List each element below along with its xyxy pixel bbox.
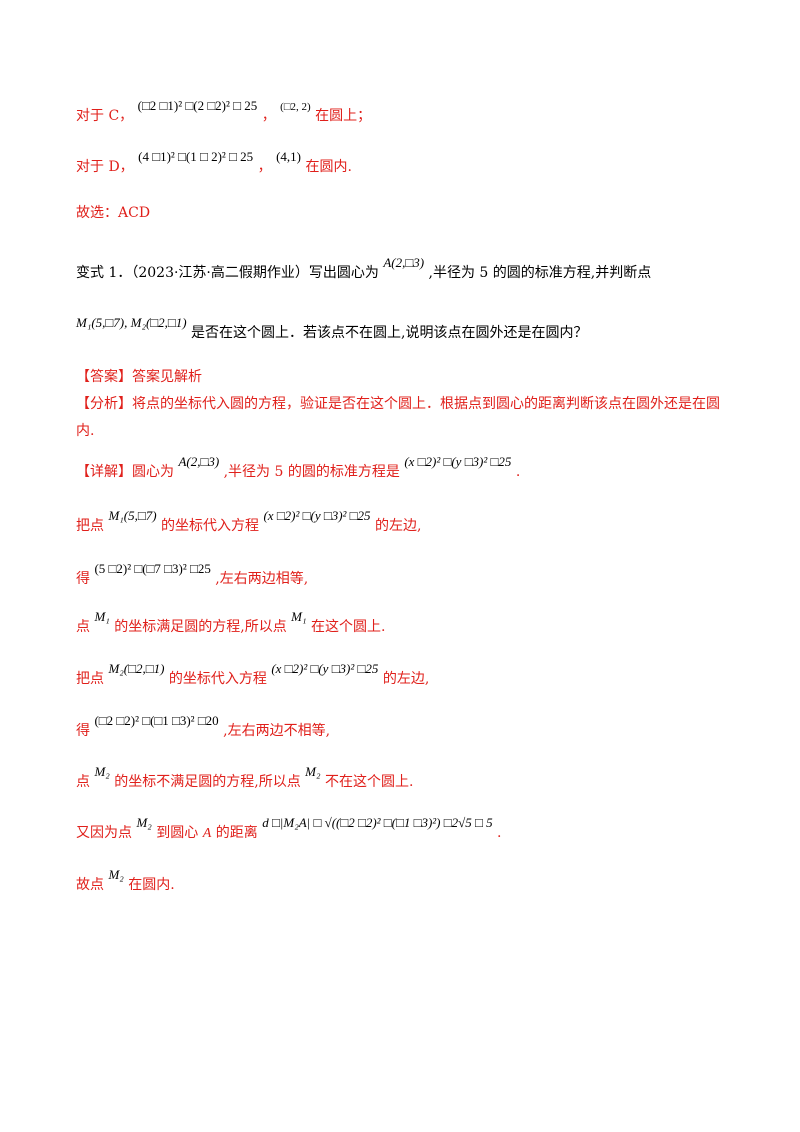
formula: A(2,□3): [383, 255, 425, 270]
text: 不在这个圆上.: [324, 774, 414, 790]
text: 又因为点: [76, 825, 132, 841]
line-conclusion: 故点 M₂ 在圆内.: [76, 867, 175, 894]
text: 变式 1．（2023·江苏·高二假期作业）写出圆心为: [76, 265, 379, 281]
formula: A: [202, 826, 212, 841]
text: 的坐标代入方程: [168, 671, 267, 687]
line-detail-1: 【详解】圆心为 A(2,□3) ,半径为 5 的圆的标准方程是 (x □2)² …: [76, 454, 521, 481]
formula: (4,1): [276, 149, 301, 164]
formula: M₁: [291, 609, 307, 624]
text: ,左右两边相等,: [215, 571, 309, 587]
text: 在圆内.: [128, 877, 175, 893]
text: 是否在这个圆上．若该点不在圆上,说明该点在圆外还是在圆内？: [191, 325, 588, 341]
line-option-d: 对于 D， (4 □1)² □(1 □ 2)² □ 25 ， (4,1) 在圆内…: [76, 149, 352, 176]
formula: M₂: [108, 867, 124, 882]
line-answer-choice: 故选：ACD: [76, 205, 151, 221]
line-detail-6: 得 (□2 □2)² □(□1 □3)² □20 ,左右两边不相等,: [76, 713, 331, 740]
formula: d □|M₂A| □ √((□2 □2)² □(□1 □3)²) □2√5 □ …: [262, 815, 493, 830]
text: ,半径为 5 的圆的标准方程,并判断点: [428, 265, 652, 281]
text: ,左右两边不相等,: [223, 723, 331, 739]
formula: A(2,□3): [178, 454, 220, 469]
text: 把点: [76, 518, 104, 534]
line-option-c: 对于 C， (□2 □1)² □(2 □2)² □ 25 ， (□2, 2) 在…: [76, 98, 372, 125]
line-detail-5: 把点 M₂(□2,□1) 的坐标代入方程 (x □2)² □(y □3)² □2…: [76, 661, 430, 688]
formula: (□2 □1)² □(2 □2)² □ 25: [137, 98, 258, 113]
formula: M₂(□2,□1): [108, 661, 165, 676]
text: ,半径为 5 的圆的标准方程是: [223, 464, 400, 480]
formula: M₂: [136, 815, 152, 830]
formula: (x □2)² □(y □3)² □25: [404, 454, 512, 469]
formula: (4 □1)² □(1 □ 2)² □ 25: [138, 149, 254, 164]
text: 的距离: [215, 825, 258, 841]
text: ，: [257, 159, 272, 175]
line-detail-7: 点 M₂ 的坐标不满足圆的方程,所以点 M₂ 不在这个圆上.: [76, 764, 414, 791]
text: 点: [76, 774, 90, 790]
formula: M₁(5,□7), M₂(□2,□1): [76, 315, 187, 330]
text: 的左边,: [382, 671, 430, 687]
formula: (x □2)² □(y □3)² □25: [263, 508, 371, 523]
text: 在圆内.: [305, 159, 352, 175]
text: 故点: [76, 877, 104, 893]
text: 的左边,: [374, 518, 422, 534]
text: 对于 C，: [76, 108, 134, 124]
formula: (□2, 2): [280, 101, 311, 113]
line-detail-2: 把点 M₁(5,□7) 的坐标代入方程 (x □2)² □(y □3)² □25…: [76, 508, 422, 535]
text: 把点: [76, 671, 104, 687]
line-detail-4: 点 M₁ 的坐标满足圆的方程,所以点 M₁ 在这个圆上.: [76, 609, 386, 636]
formula: M₁: [94, 609, 110, 624]
line-problem-points: M₁(5,□7), M₂(□2,□1) 是否在这个圆上．若该点不在圆上,说明该点…: [76, 315, 588, 342]
line-analysis: 【分析】将点的坐标代入圆的方程，验证是否在这个圆上．根据点到圆心的距离判断该点在…: [76, 396, 720, 439]
line-detail-8: 又因为点 M₂ 到圆心 A 的距离 d □|M₂A| □ √((□2 □2)² …: [76, 815, 502, 842]
text: 点: [76, 619, 90, 635]
formula: (x □2)² □(y □3)² □25: [271, 661, 379, 676]
text: ，: [261, 108, 276, 124]
text: 得: [76, 723, 90, 739]
formula: M₂: [305, 764, 321, 779]
formula: M₂: [94, 764, 110, 779]
line-problem: 变式 1．（2023·江苏·高二假期作业）写出圆心为 A(2,□3) ,半径为 …: [76, 255, 652, 282]
line-detail-3: 得 (5 □2)² □(□7 □3)² □25 ,左右两边相等,: [76, 561, 309, 588]
text: 的坐标满足圆的方程,所以点: [114, 619, 287, 635]
text: 【详解】圆心为: [76, 464, 174, 480]
text: 得: [76, 571, 90, 587]
text: .: [515, 464, 521, 480]
text: 在这个圆上.: [310, 619, 386, 635]
text: 的坐标不满足圆的方程,所以点: [114, 774, 301, 790]
text: 对于 D，: [76, 159, 134, 175]
formula: (5 □2)² □(□7 □3)² □25: [94, 561, 211, 576]
text: 到圆心: [156, 825, 199, 841]
text: 的坐标代入方程: [161, 518, 260, 534]
line-answer: 【答案】答案见解析: [76, 369, 202, 385]
formula: M₁(5,□7): [108, 508, 157, 523]
text: .: [497, 825, 502, 841]
formula: (□2 □2)² □(□1 □3)² □20: [94, 713, 219, 728]
text: 在圆上；: [315, 108, 372, 124]
